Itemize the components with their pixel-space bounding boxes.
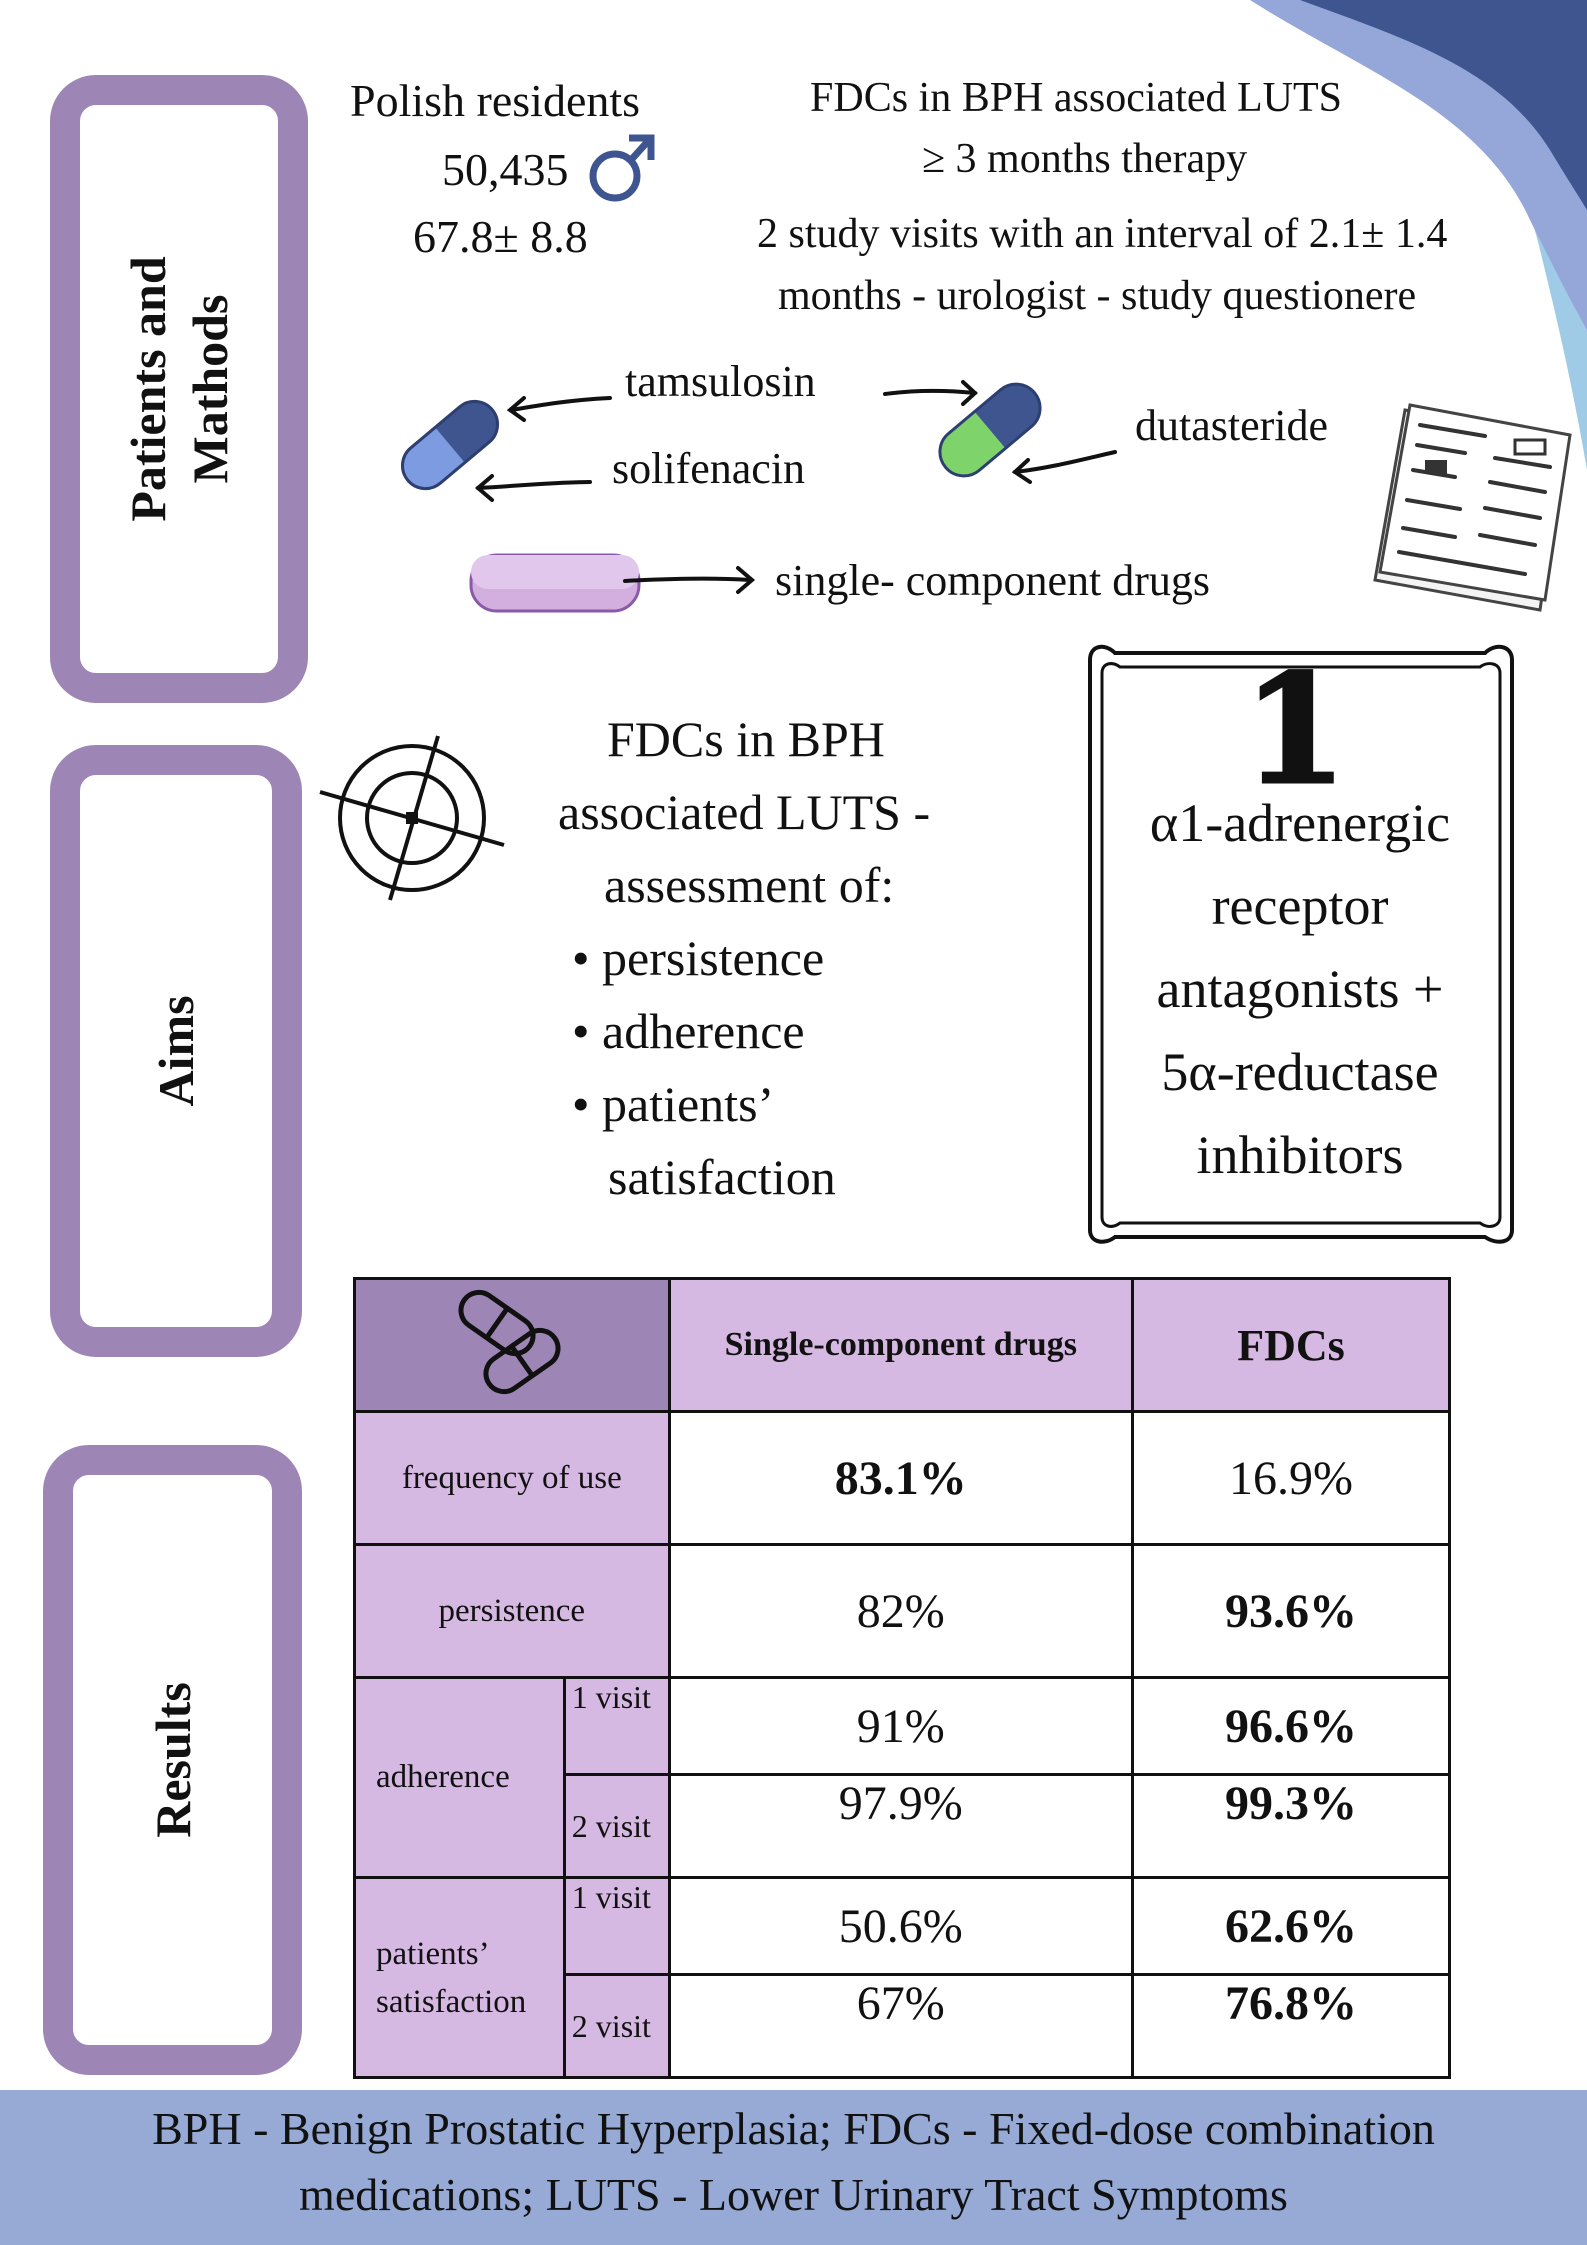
pers-fdc-value: 93.6% <box>1130 1543 1452 1679</box>
card-line-2: receptor <box>1211 876 1389 936</box>
row-label-adherence: adherence <box>353 1676 566 1879</box>
drug-solifenacin: solifenacin <box>612 444 806 493</box>
card-line-5: inhibitors <box>1196 1125 1404 1185</box>
satisfaction-visit-2: 2 visit <box>562 1973 671 2079</box>
pills-header-cell <box>353 1277 671 1413</box>
section-patients-methods: Patients and Mathods <box>50 75 308 703</box>
sat2-single-value: 67% <box>667 1973 1134 2079</box>
fdc-line-2: ≥ 3 months therapy <box>922 136 1248 182</box>
section-aims: Aims <box>50 745 302 1357</box>
aims-line-1: FDCs in BPH <box>607 711 885 767</box>
header-fdcs: FDCs <box>1130 1277 1452 1413</box>
satisfaction-visit-1: 1 visit <box>562 1876 671 1976</box>
documents-icon <box>1373 403 1572 612</box>
section-label-aims: Aims <box>148 995 204 1107</box>
table-row: 2 visit 67% 76.8% <box>355 1973 1452 2079</box>
drug-single-component: single- component drugs <box>775 556 1211 605</box>
aims-line-2: associated LUTS - <box>558 784 931 840</box>
sat1-fdc-value: 62.6% <box>1130 1876 1452 1976</box>
row-label-satisfaction: patients’ satisfaction <box>353 1876 566 2079</box>
ornate-frame <box>1088 644 1514 1244</box>
table-row: patients’ satisfaction 1 visit 50.6% 62.… <box>353 1876 1452 2079</box>
patient-count: 50,435 <box>442 144 569 195</box>
aims-bullet-2: • adherence <box>572 1003 805 1059</box>
adh2-single-value: 97.9% <box>667 1773 1134 1879</box>
age-stat: 67.8± 8.8 <box>413 211 588 262</box>
table-row: adherence 1 visit 91% 96.6% <box>353 1676 1452 1879</box>
corner-wave-decoration <box>1250 0 1587 470</box>
residents-label: Polish residents <box>350 75 641 126</box>
pink-tablet-icon <box>469 553 641 613</box>
sat1-single-value: 50.6% <box>667 1876 1134 1976</box>
drug-arrows <box>474 380 1117 594</box>
freq-single-value: 83.1% <box>667 1410 1134 1546</box>
target-icon <box>319 735 505 901</box>
adh1-single-value: 91% <box>667 1676 1134 1776</box>
section-label-methods: Patients and Mathods <box>120 256 238 522</box>
sat2-fdc-value: 76.8% <box>1130 1973 1452 2079</box>
table-row: persistence 82% 93.6% <box>353 1543 1452 1679</box>
pills-icon <box>458 1289 561 1394</box>
card-line-1: α1-adrenergic <box>1149 793 1451 853</box>
aims-bullet-1: • persistence <box>572 930 825 986</box>
pers-single-value: 82% <box>667 1543 1134 1679</box>
results-table: Single-component drugs FDCs frequency of… <box>353 1277 1452 2079</box>
aims-line-3: assessment of: <box>604 857 895 913</box>
adherence-visit-2: 2 visit <box>562 1773 671 1879</box>
card-line-4: 5α-reductase <box>1161 1042 1439 1102</box>
section-results: Results <box>43 1445 302 2075</box>
adherence-visit-1: 1 visit <box>562 1676 671 1776</box>
row-label-frequency: frequency of use <box>353 1410 671 1546</box>
table-header-row: Single-component drugs FDCs <box>353 1277 1452 1413</box>
row-label-persistence: persistence <box>353 1543 671 1679</box>
card-line-3: antagonists + <box>1156 959 1444 1019</box>
footer-line-1: BPH - Benign Prostatic Hyperplasia; FDCs… <box>152 2103 1435 2154</box>
visits-line-2: months - urologist - study questionere <box>778 273 1417 319</box>
table-row: frequency of use 83.1% 16.9% <box>353 1410 1452 1546</box>
drug-tamsulosin: tamsulosin <box>625 357 816 406</box>
blue-capsule-icon <box>400 399 500 491</box>
freq-fdc-value: 16.9% <box>1130 1410 1452 1546</box>
male-symbol-icon <box>589 134 655 202</box>
adh2-fdc-value: 99.3% <box>1130 1773 1452 1879</box>
aims-bullet-3: • patients’ <box>572 1076 775 1132</box>
header-single-component: Single-component drugs <box>667 1277 1134 1413</box>
card-number: 1 <box>1241 642 1348 818</box>
footer-line-2: medications; LUTS - Lower Urinary Tract … <box>299 2169 1288 2220</box>
aims-bullet-3-cont: satisfaction <box>608 1149 836 1205</box>
table-row: 2 visit 97.9% 99.3% <box>355 1773 1452 1879</box>
green-capsule-icon <box>938 382 1042 478</box>
section-label-results: Results <box>144 1682 201 1838</box>
drug-dutasteride: dutasteride <box>1135 401 1329 450</box>
adh1-fdc-value: 96.6% <box>1130 1676 1452 1776</box>
fdc-line-1: FDCs in BPH associated LUTS <box>810 75 1343 121</box>
visits-line-1: 2 study visits with an interval of 2.1± … <box>757 211 1448 257</box>
footer-abbreviations: BPH - Benign Prostatic Hyperplasia; FDCs… <box>0 2090 1587 2245</box>
